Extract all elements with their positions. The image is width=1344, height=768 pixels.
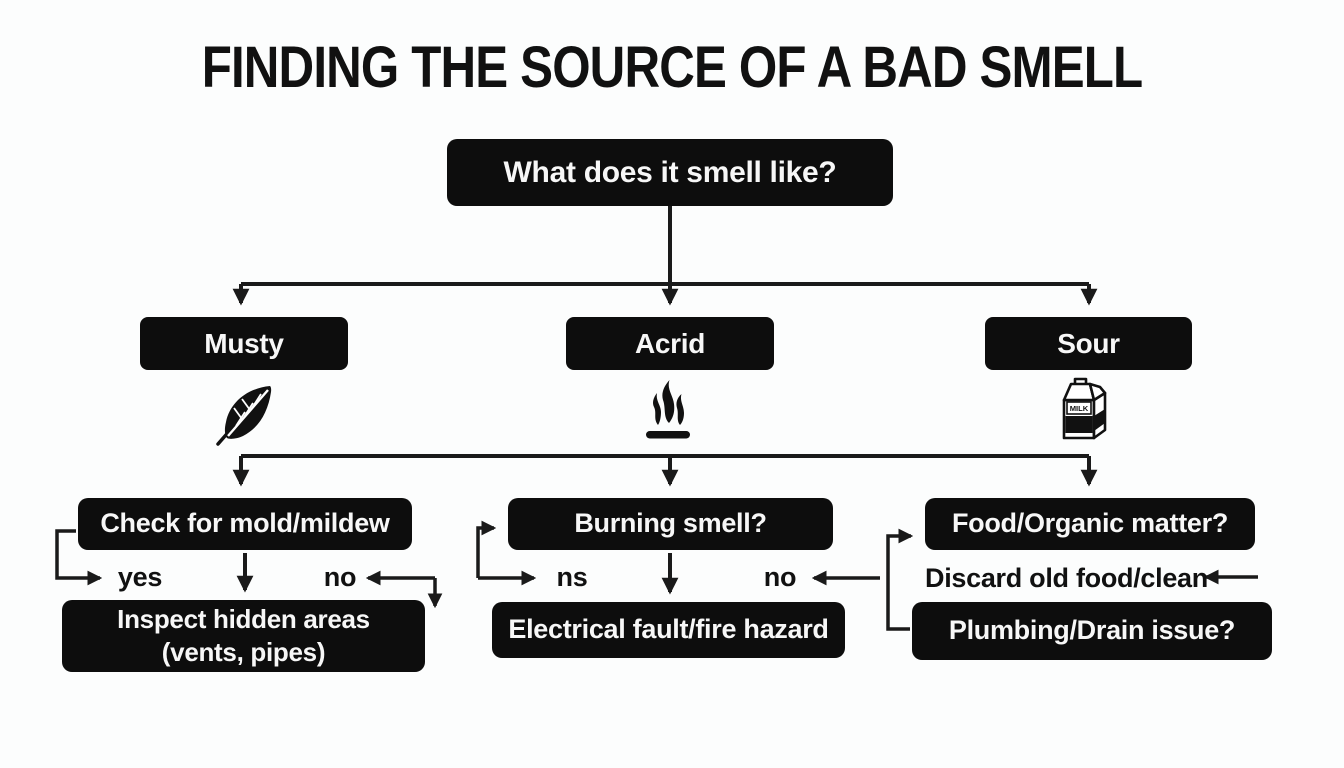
result-inspect-line1: Inspect hidden areas [117,604,370,634]
result-electrical-label: Electrical fault/fire hazard [508,614,829,645]
flame-icon [633,377,703,452]
edge-label-discard-action: Discard old food/clean [925,563,1208,593]
node-category-sour: Sour [985,317,1192,370]
edge-label-musty-yes: yes [117,562,163,592]
category-musty-label: Musty [204,328,284,359]
result-inspect-line2: (vents, pipes) [161,637,326,667]
node-result-inspect: Inspect hidden areas (vents, pipes) [62,600,425,672]
edge-label-acrid-no: no [763,562,797,592]
result-plumbing-label: Plumbing/Drain issue? [948,615,1236,646]
node-category-musty: Musty [140,317,348,370]
root-question-label: What does it smell like? [503,155,837,189]
edge-label-acrid-yes: ns [556,562,588,592]
node-question-food: Food/Organic matter? [925,498,1255,550]
node-result-electrical: Electrical fault/fire hazard [492,602,845,658]
category-sour-label: Sour [1057,328,1120,359]
node-root-question: What does it smell like? [447,139,893,206]
edge-label-musty-no: no [323,562,357,592]
question-food-label: Food/Organic matter? [951,508,1229,539]
milk-carton-icon: MILK [1048,375,1120,454]
question-burning-label: Burning smell? [574,508,767,539]
question-mold-label: Check for mold/mildew [100,508,390,539]
node-question-burning: Burning smell? [508,498,833,550]
category-acrid-label: Acrid [634,328,706,359]
leaf-icon [212,380,282,455]
node-question-mold: Check for mold/mildew [78,498,412,550]
milk-carton-text: MILK [1070,404,1089,413]
node-category-acrid: Acrid [566,317,774,370]
page-title: FINDING THE SOURCE OF A BAD SMELL [201,35,1143,100]
node-result-plumbing: Plumbing/Drain issue? [912,602,1272,660]
